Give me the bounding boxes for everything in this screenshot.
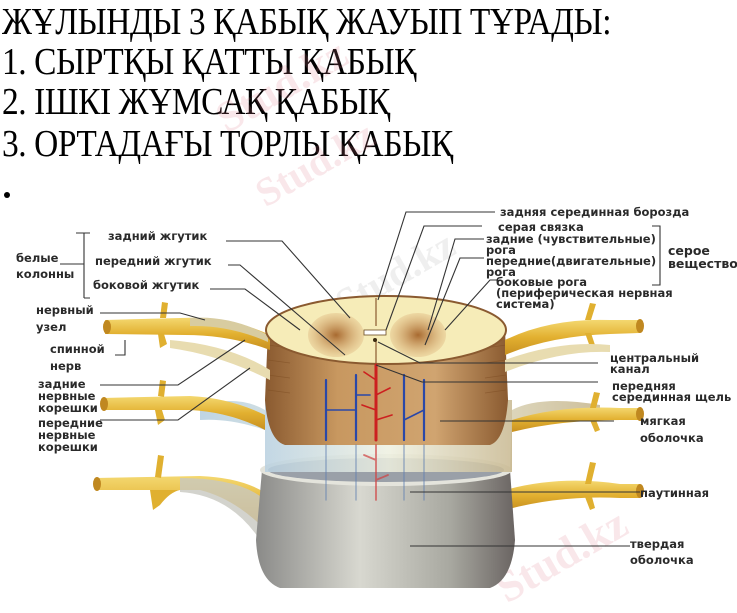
spinal-cord-illustration bbox=[60, 211, 661, 588]
heading-title: ЖҰЛЫНДЫ 3 ҚАБЫҚ ЖАУЫП ТҰРАДЫ: bbox=[2, 1, 612, 43]
label-spinal-nerve: спинной нерв bbox=[50, 342, 105, 373]
label-gray-matter: серое вещество bbox=[668, 243, 737, 271]
label-posterior-roots: задние нервные корешки bbox=[38, 377, 98, 415]
label-posterior-median-sulcus: задняя серединная борозда bbox=[500, 205, 690, 219]
label-anterior-funiculus: передний жгутик bbox=[95, 254, 212, 268]
label-dura-mater: твердая оболочка bbox=[630, 537, 694, 567]
label-anterior-median-fissure: передняя серединная щель bbox=[612, 379, 732, 404]
label-central-canal: центральный канал bbox=[610, 351, 700, 376]
label-pia-mater: мягкая оболочка bbox=[640, 414, 704, 445]
label-nerve-ganglion: нервный узел bbox=[36, 303, 94, 334]
label-anterior-roots: передние нервные корешки bbox=[38, 416, 103, 454]
bullet-icon bbox=[4, 192, 10, 198]
label-arachnoid: паутинная bbox=[640, 486, 709, 500]
list-item-3: 3. ОРТАДАҒЫ ТОРЛЫ ҚАБЫҚ bbox=[2, 123, 453, 165]
label-posterior-horns: задние (чувствительные) рога bbox=[486, 232, 656, 257]
list-item-2: 2. ІШКІ ЖҰМСАҚ ҚАБЫҚ bbox=[2, 81, 390, 123]
label-posterior-funiculus: задний жгутик bbox=[108, 229, 208, 243]
label-white-columns: белые колонны bbox=[16, 251, 75, 281]
label-gray-commissure: серая связка bbox=[498, 220, 584, 234]
label-anterior-horns: передние(двигательные) рога bbox=[486, 254, 657, 279]
label-lateral-funiculus: боковой жгутик bbox=[93, 278, 200, 292]
spinal-cord-diagram: белые колонны задний жгутик передний жгу… bbox=[0, 200, 737, 600]
list-item-1: 1. СЫРТҚЫ ҚАТТЫ ҚАБЫҚ bbox=[2, 41, 416, 83]
label-lateral-horns: боковые рога (периферическая нервная сис… bbox=[496, 275, 673, 311]
